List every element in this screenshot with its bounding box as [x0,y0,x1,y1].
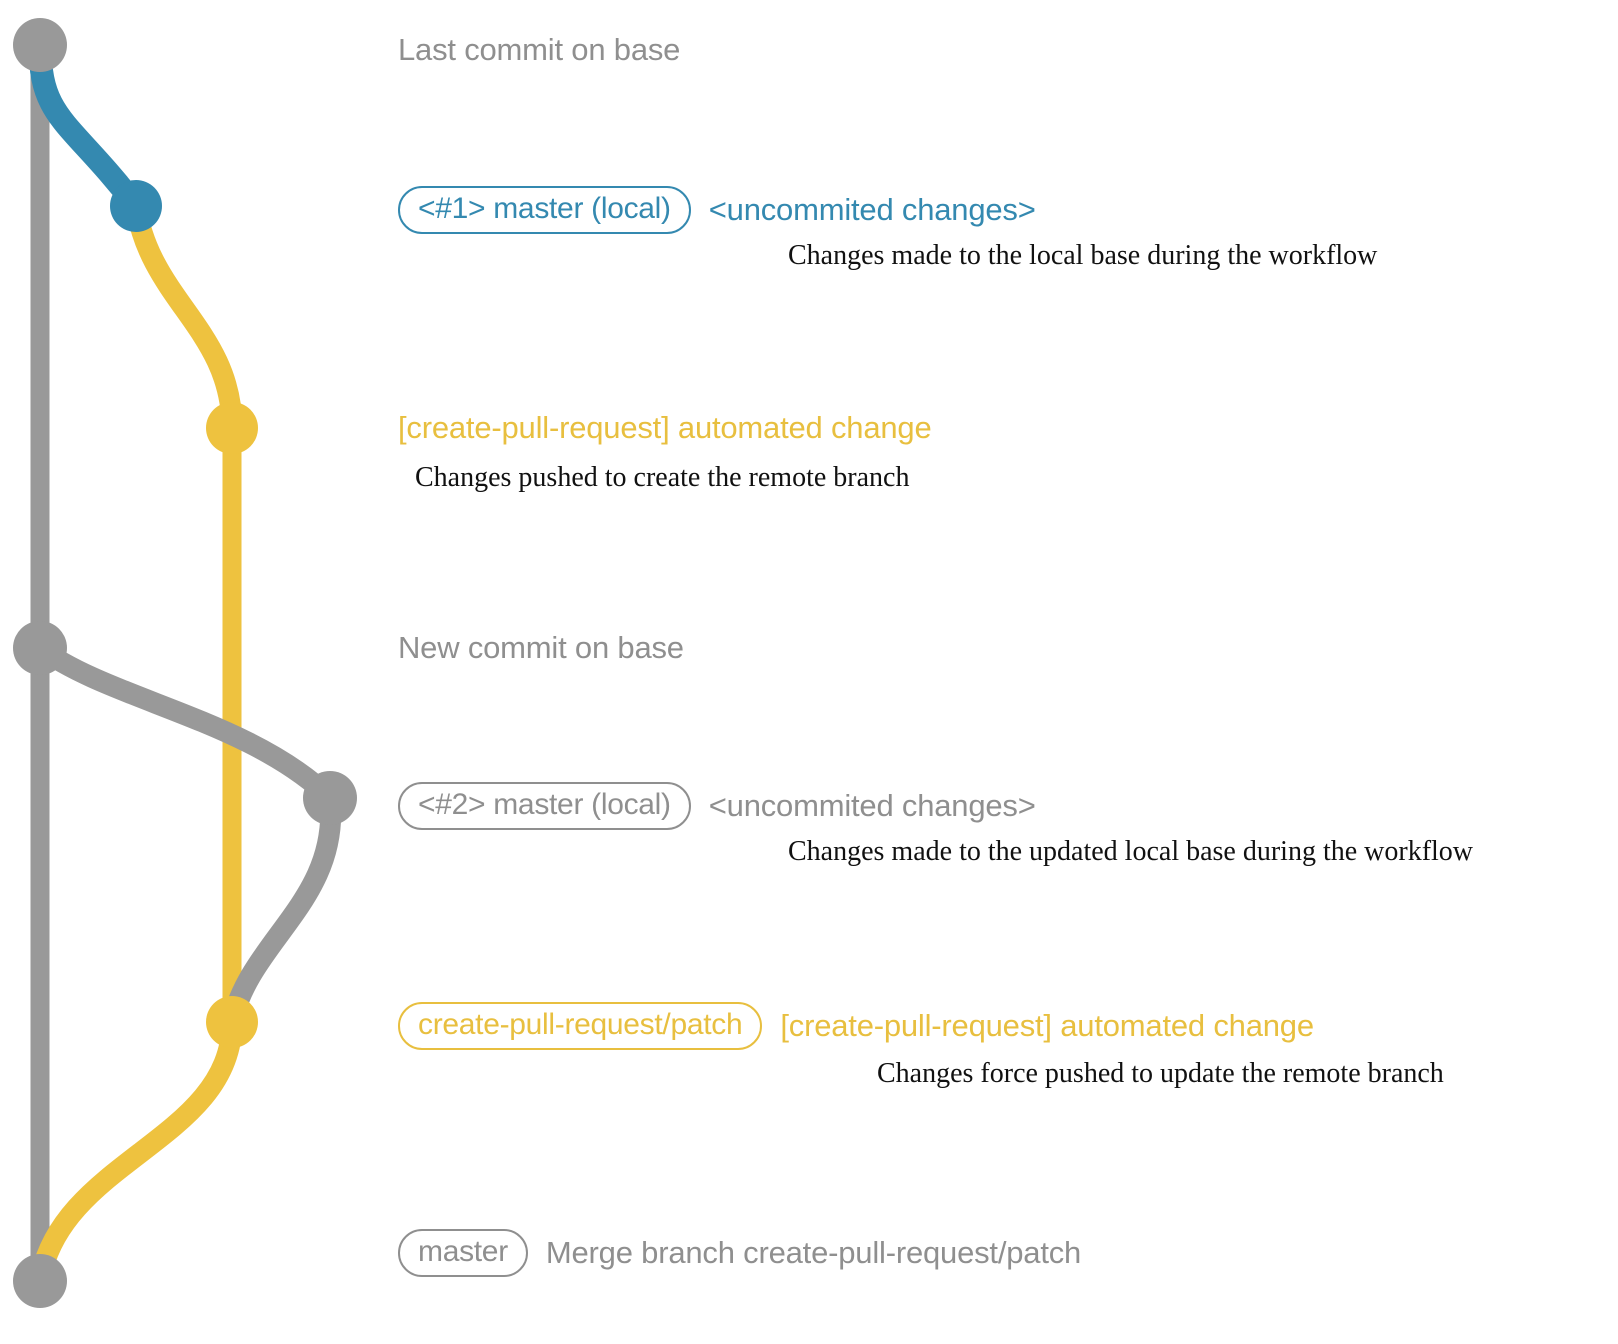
commit-node-local-1[interactable] [110,180,162,232]
commit-description: Changes pushed to create the remote bran… [415,462,910,493]
edge-base-to-local1 [28,33,148,218]
branch-ref-pill[interactable]: <#2> master (local) [398,782,691,830]
commit-row-new-commit-on-base: New commit on base [398,630,684,666]
commit-description: Changes force pushed to update the remot… [877,1058,1444,1089]
commit-row-merge-commit: master Merge branch create-pull-request/… [398,1229,1081,1277]
branch-ref-pill[interactable]: create-pull-request/patch [398,1002,763,1050]
edge-local1-to-patch1 [125,195,243,439]
commit-subject: Last commit on base [398,32,681,67]
commit-node-base-new[interactable] [13,621,67,675]
commit-subject: [create-pull-request] automated change [398,410,932,445]
edge-basenew-to-local2 [29,637,341,809]
commit-node-merge[interactable] [13,1254,67,1308]
branch-ref-pill[interactable]: master [398,1229,528,1277]
commit-node-base-last[interactable] [13,18,67,72]
commit-row-local-change-2: <#2> master (local) <uncommited changes> [398,782,1036,830]
commit-row-local-change-1: <#1> master (local) <uncommited changes> [398,186,1036,234]
commit-node-patch-2[interactable] [206,996,258,1048]
edge-local2-to-patch2 [221,787,342,1033]
commit-node-local-2[interactable] [303,771,357,825]
commit-description: Changes made to the updated local base d… [788,836,1474,867]
commit-graph [13,18,357,1308]
commit-subject: <uncommited changes> [708,788,1036,823]
edge-patch2-to-merge [29,1011,243,1292]
commit-row-automated-change-2: create-pull-request/patch [create-pull-r… [398,1002,1314,1050]
commit-row-automated-change-1: [create-pull-request] automated change [398,410,932,446]
branch-ref-pill[interactable]: <#1> master (local) [398,186,691,234]
commit-subject: <uncommited changes> [708,192,1036,227]
commit-description: Changes made to the local base during th… [788,240,1378,271]
commit-subject: New commit on base [398,630,684,665]
commit-node-patch-1[interactable] [206,402,258,454]
commit-row-last-commit-on-base: Last commit on base [398,32,680,68]
commit-subject: Merge branch create-pull-request/patch [545,1235,1082,1270]
commit-subject: [create-pull-request] automated change [780,1008,1314,1043]
